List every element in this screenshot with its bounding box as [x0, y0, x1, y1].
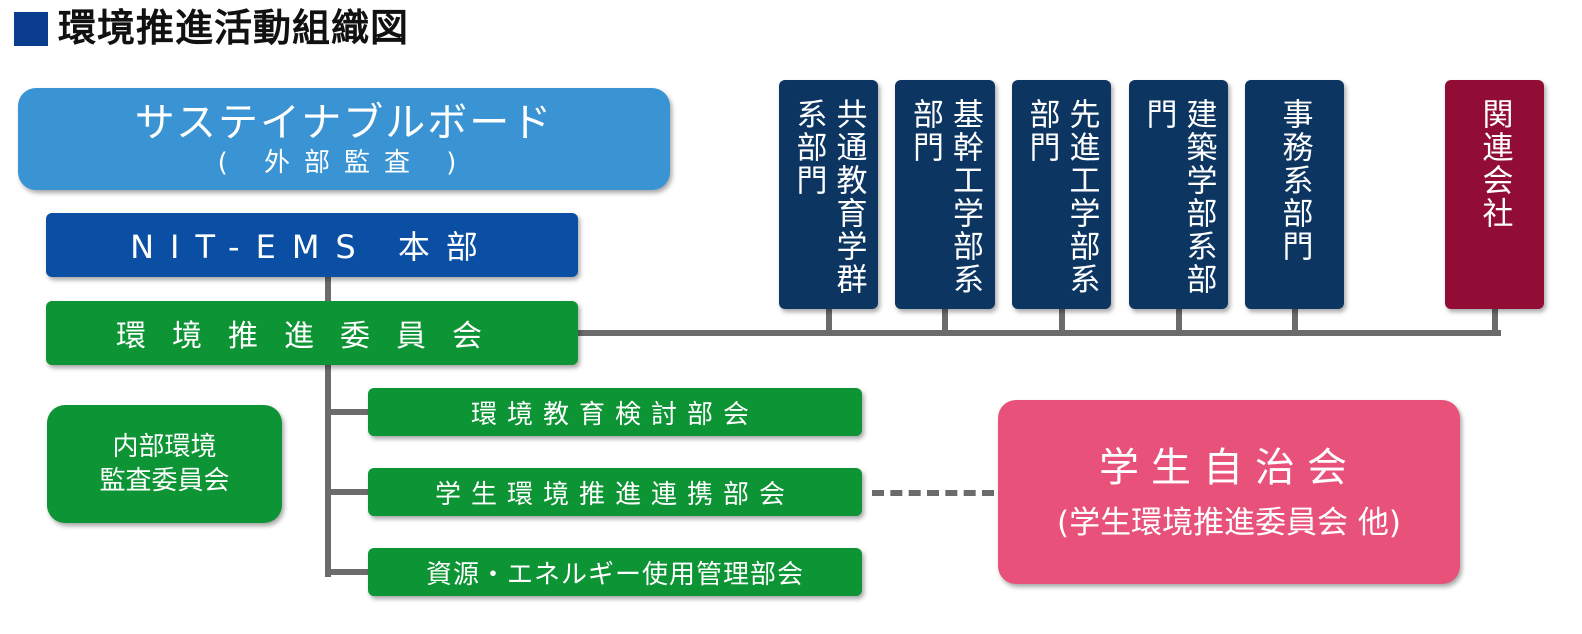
connector-hq-committee	[325, 277, 331, 301]
department-architecture: 建築学部系部門	[1129, 80, 1228, 309]
affiliated-companies-label: 関連会社	[1476, 98, 1513, 230]
connector-dept-2	[942, 309, 948, 333]
subcommittee-student-liaison: 学生環境推進連携部会	[368, 468, 862, 516]
department-administration-label: 事務系部門	[1276, 98, 1313, 263]
affiliated-companies-box: 関連会社	[1445, 80, 1544, 309]
subcommittee-education: 環境教育検討部会	[368, 388, 862, 436]
connector-dept-3	[1059, 309, 1065, 333]
page-title: 環境推進活動組織図	[58, 6, 410, 50]
sustainable-board-box: サステイナブルボード ( 外部監査 )	[18, 88, 670, 190]
internal-audit-line2: 監査委員会	[99, 466, 230, 496]
internal-audit-committee-box: 内部環境 監査委員会	[47, 405, 282, 523]
connector-committee-trunk	[325, 365, 331, 577]
department-common-education: 共通教育学群系部門	[779, 80, 878, 309]
subcommittee-resource-energy: 資源・エネルギー使用管理部会	[368, 548, 862, 596]
dashed-link-student-council	[872, 490, 994, 496]
sustainable-board-name: サステイナブルボード	[134, 100, 554, 146]
internal-audit-line1: 内部環境	[112, 432, 217, 462]
connector-branch-2	[325, 489, 368, 495]
department-administration: 事務系部門	[1245, 80, 1344, 309]
connector-branch-3	[325, 569, 368, 575]
connector-dept-1	[826, 309, 832, 333]
department-advanced-engineering-label: 先進工学部系部門	[1023, 98, 1100, 296]
connector-affiliates	[1492, 309, 1498, 333]
department-core-engineering-label: 基幹工学部系部門	[907, 98, 983, 296]
connector-departments-bus	[578, 330, 1501, 336]
student-council-box: 学生自治会 (学生環境推進委員会 他)	[998, 400, 1460, 584]
department-core-engineering: 基幹工学部系部門	[895, 80, 995, 309]
student-council-name: 学生自治会	[1099, 445, 1359, 491]
student-council-note: (学生環境推進委員会 他)	[1056, 505, 1402, 541]
department-common-education-label: 共通教育学群系部門	[790, 98, 867, 296]
department-architecture-label: 建築学部系部門	[1140, 98, 1217, 296]
department-advanced-engineering: 先進工学部系部門	[1012, 80, 1111, 309]
connector-branch-1	[325, 409, 368, 415]
environment-committee-box: 環境推進委員会	[46, 301, 578, 365]
connector-dept-5	[1292, 309, 1298, 333]
headquarters-box: NIT-EMS 本部	[46, 213, 578, 277]
connector-dept-4	[1176, 309, 1182, 333]
title-square-icon	[14, 12, 48, 46]
sustainable-board-note: ( 外部監査 )	[217, 148, 471, 178]
